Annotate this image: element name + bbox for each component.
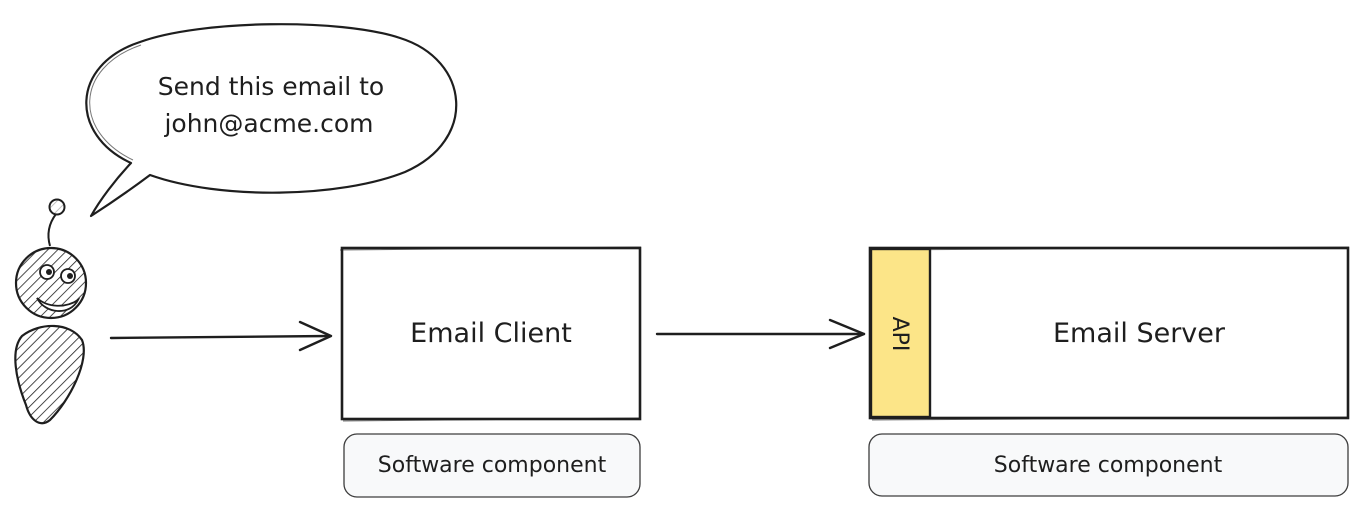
- email-client-label: Email Client: [410, 318, 572, 349]
- arrow-client-to-api: [655, 318, 866, 350]
- email-client-box: Email Client: [339, 246, 642, 422]
- email-server-tag: Software component: [868, 433, 1349, 497]
- robot-user-icon: [14, 198, 88, 425]
- email-server-box: API Email Server: [868, 246, 1350, 421]
- email-server-tag-label: Software component: [994, 453, 1223, 478]
- arrow-user-to-client: [109, 320, 333, 352]
- email-client-tag-label: Software component: [378, 453, 607, 478]
- speech-bubble-line-1: Send this email to: [158, 72, 384, 101]
- speech-bubble: Send this email to john@acme.com: [85, 23, 458, 218]
- email-server-label: Email Server: [1053, 318, 1226, 349]
- email-client-tag: Software component: [343, 433, 641, 498]
- api-block: [869, 247, 932, 419]
- api-label: API: [887, 317, 912, 352]
- speech-bubble-line-2: john@acme.com: [163, 109, 373, 138]
